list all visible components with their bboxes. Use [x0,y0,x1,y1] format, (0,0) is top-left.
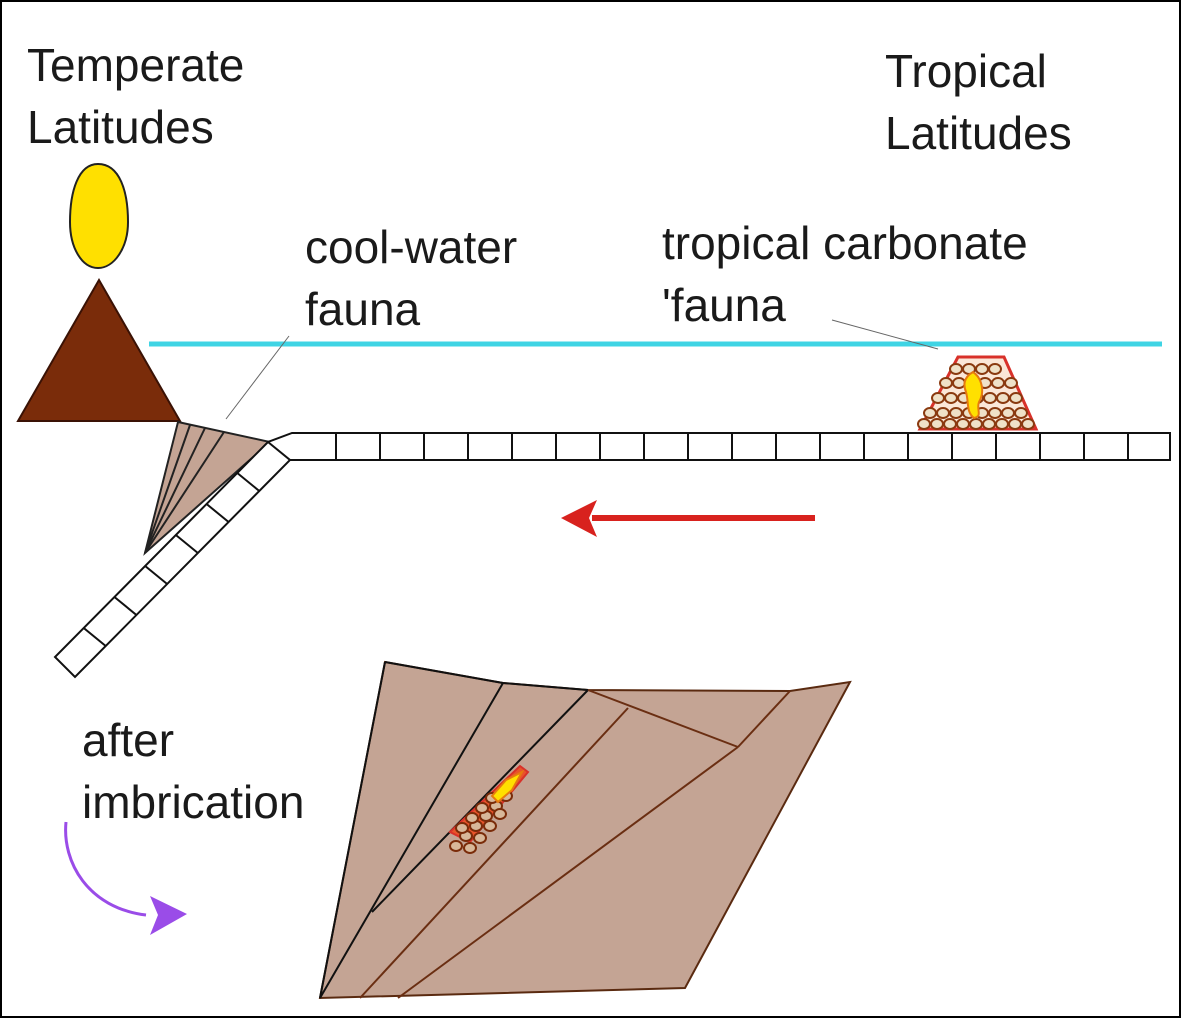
subducting-plate-horizontal [267,432,1171,461]
reef-pebble [996,392,1010,404]
subducting-plate-dipping [53,440,292,679]
reef-pebble [1014,407,1028,419]
reef-pebble [991,377,1005,389]
reef-pebble [949,363,963,375]
plate-segment-dividers [335,433,1129,460]
tropical-latitudes-label: Tropical Latitudes [885,40,1072,164]
reef-pebble [952,377,966,389]
plate-block-divider [83,627,107,647]
reef-pebble [988,363,1002,375]
plate-block-divider [144,565,168,585]
curved-arrow-icon [64,821,187,935]
reef-pebble [455,822,469,834]
reef-pebble [1001,407,1015,419]
accretionary-wedge [143,420,273,556]
coolwater-line2: fauna [305,283,421,335]
reef-pebble [949,407,963,419]
after-line1: after [82,714,175,766]
plate-block-divider [205,503,230,523]
tropical-reef-buildup [917,355,1039,431]
reef-pebble [931,392,945,404]
reef-pebble [475,802,489,814]
reef-pebble [1008,418,1022,430]
reef-pebble [465,812,479,824]
reef-pebble [939,377,953,389]
reef-pebble [449,840,463,852]
dipping-segment-dividers [83,472,260,647]
reef-pebble [975,363,989,375]
reef-pebble [995,418,1009,430]
reef-pebble [463,842,477,854]
reef-pebble [930,418,944,430]
reef-pebble [1004,377,1018,389]
after-line2: imbrication [82,776,305,828]
coolwater-fauna-label: cool-water fauna [305,216,517,340]
reef-pebble [473,832,487,844]
left-arrow-icon [561,500,815,537]
reef-pebble [969,418,983,430]
reef-pebble [1009,392,1023,404]
reef-pebble [956,418,970,430]
tropcarb-line2: 'fauna [662,279,786,331]
reef-pebble [936,407,950,419]
reef-pebble [982,418,996,430]
reef-pebble [943,418,957,430]
reef-pebble [983,392,997,404]
imbricated-wedge [318,660,852,1000]
temperate-latitudes-label: Temperate Latitudes [27,34,244,158]
deformed-reef-body [448,764,530,854]
temperate-line1: Temperate [27,39,245,91]
tropical-carbonate-fauna-label: tropical carbonate 'fauna [662,212,1028,336]
coolwater-line1: cool-water [305,221,518,273]
volcano-triangle [16,277,182,422]
reef-pebble [493,808,507,820]
magma-blob-icon [68,162,130,270]
tropcarb-pointer-line [831,319,939,350]
tropcarb-line1: tropical carbonate [662,217,1028,269]
temperate-line2: Latitudes [27,101,214,153]
reef-pebble [923,407,937,419]
reef-pebble [988,407,1002,419]
reef-pebble [944,392,958,404]
after-imbrication-label: after imbrication [82,709,304,833]
reef-pebble [483,820,497,832]
tropical-line1: Tropical [885,45,1047,97]
reef-pebble [917,418,931,430]
coolwater-pointer-line [225,335,290,420]
plate-block-divider [175,534,199,554]
tropical-line2: Latitudes [885,107,1072,159]
plate-block-divider [113,596,138,616]
plate-block-divider [236,472,260,492]
reef-pebble [1021,418,1035,430]
